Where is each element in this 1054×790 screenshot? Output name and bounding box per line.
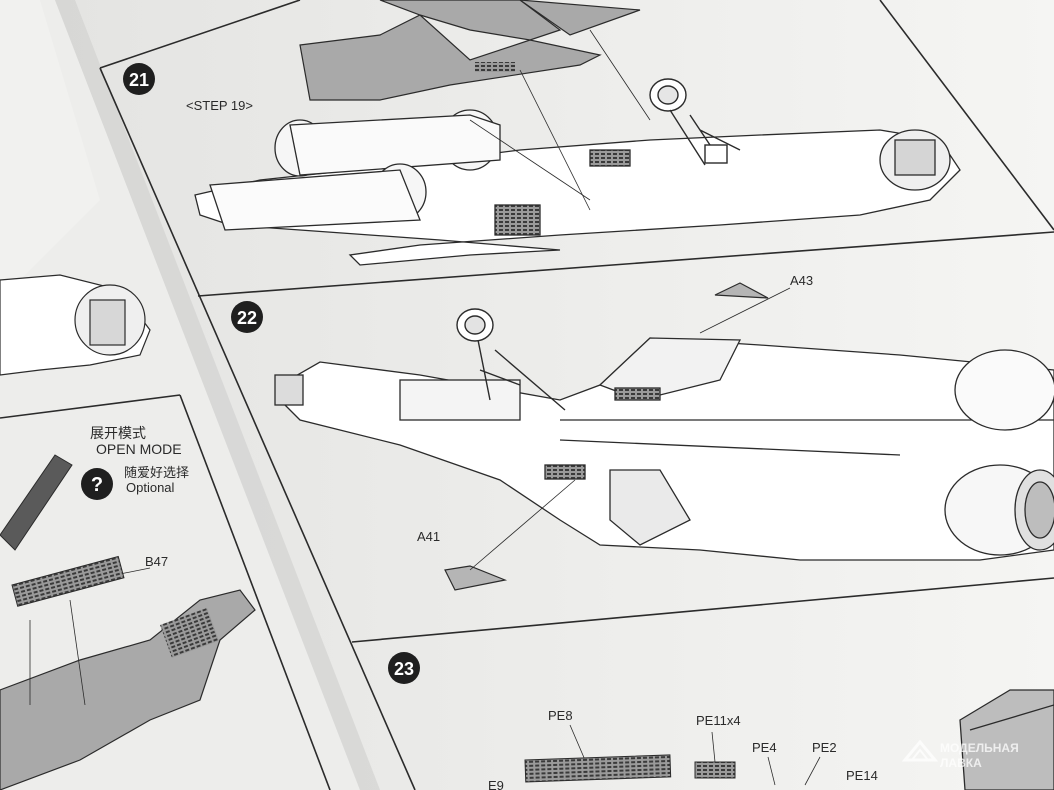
part-a43-label: A43: [790, 273, 813, 288]
watermark-logo: МОДЕЛЬНАЯ ЛАВКА: [901, 739, 1019, 770]
svg-text:?: ?: [91, 474, 103, 496]
left-page-guide-lines: [29, 599, 86, 706]
step-23-badge: 23: [388, 652, 420, 684]
watermark-line2: ЛАВКА: [940, 756, 982, 770]
step-21-grey-part: [299, 0, 641, 101]
step-21-fuselage: [194, 109, 961, 266]
step-21-number: 21: [129, 70, 149, 90]
step-21-guide-lines: [469, 29, 651, 211]
step-23-number: 23: [394, 659, 414, 679]
watermark-line1: МОДЕЛЬНАЯ: [940, 741, 1019, 755]
step-21-landing-gear: [649, 78, 741, 166]
step-19-reference: <STEP 19>: [186, 98, 253, 113]
open-mode-label: OPEN MODE: [96, 441, 182, 457]
part-a41: A41: [417, 479, 576, 591]
pe4-label: PE4: [752, 740, 777, 755]
pe8-part: [524, 754, 672, 783]
step-22-landing-gear: [456, 308, 566, 411]
optional-label: Optional: [126, 480, 175, 495]
pe11-label: PE11x4: [696, 713, 741, 728]
left-page-panel-strip: [0, 454, 73, 551]
step-22-number: 22: [237, 308, 257, 328]
part-b47-label: B47: [145, 554, 168, 569]
pe8-label: PE8: [548, 708, 573, 723]
pe2-label: PE2: [812, 740, 837, 755]
step-21-badge: 21: [123, 63, 155, 95]
step-23-part-outline: [959, 689, 1054, 790]
part-a41-label: A41: [417, 529, 440, 544]
part-b47: [11, 555, 125, 607]
pe9-label: E9: [488, 778, 504, 790]
step-22-badge: 22: [231, 301, 263, 333]
left-page-fuselage: [0, 274, 151, 376]
pe11-part: [694, 761, 736, 779]
part-a43: A43: [699, 273, 813, 334]
step-22-fuselage: [274, 337, 1054, 561]
open-mode-cn-label: 展开模式: [90, 425, 146, 441]
question-icon: ?: [81, 468, 113, 500]
left-page-grey-part: [0, 589, 256, 790]
optional-cn-label: 随爱好选择: [124, 465, 189, 480]
pe14-label: PE14: [846, 768, 878, 783]
